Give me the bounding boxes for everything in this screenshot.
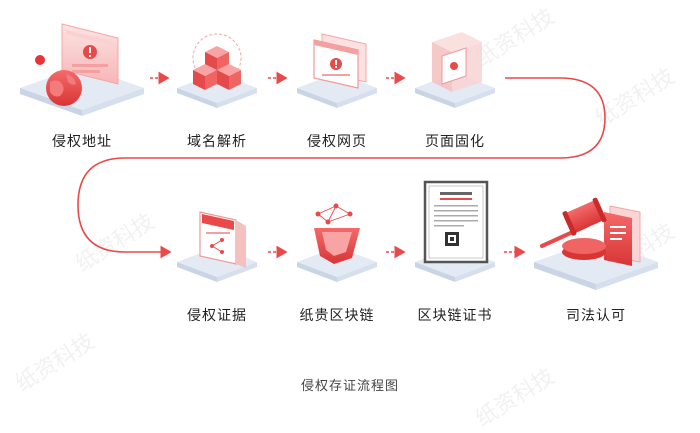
evidence-document-icon <box>199 211 246 268</box>
step-label: 侵权证据 <box>187 308 247 324</box>
globe-warning-icon <box>35 23 119 106</box>
flow-diagram <box>20 23 658 290</box>
step-label: 页面固化 <box>425 134 485 150</box>
connector-curve <box>77 77 606 259</box>
step-label: 区块链证书 <box>417 308 493 324</box>
solidified-page-box-icon <box>432 32 482 92</box>
blockchain-network-icon <box>314 203 360 264</box>
step-label: 侵权网页 <box>307 134 367 150</box>
step-label: 司法认可 <box>566 308 626 324</box>
diagram-caption: 侵权存证流程图 <box>300 379 399 394</box>
certificate-icon <box>423 180 489 264</box>
step-label: 纸贵区块链 <box>299 308 375 324</box>
step-label: 侵权地址 <box>52 134 112 150</box>
webpage-warning-icon <box>313 33 367 89</box>
cubes-icon <box>192 33 242 90</box>
gavel-icon <box>540 197 641 266</box>
step-label: 域名解析 <box>187 134 247 150</box>
